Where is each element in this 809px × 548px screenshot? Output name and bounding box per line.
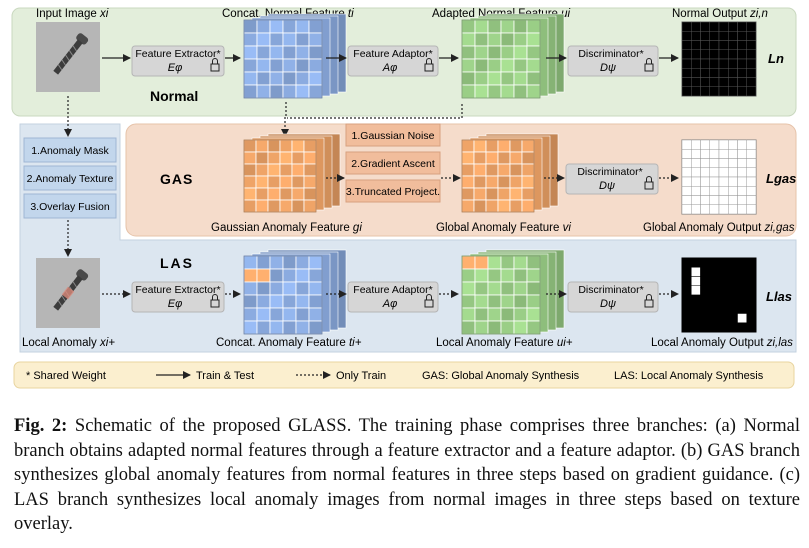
gas-discriminator-box: Discriminator* Dψ (565, 163, 659, 195)
normal-output-label: Normal Output zi,n (672, 8, 768, 20)
legend-train-test: Train & Test (196, 370, 254, 382)
anomaly-texture-step: 2.Anomaly Texture (23, 165, 117, 191)
local-anomaly-image-screw (36, 258, 100, 328)
lock-icon (210, 294, 220, 308)
normal-discriminator-box: Discriminator* Dψ (567, 45, 659, 77)
svg-text:Discriminator*: Discriminator* (577, 166, 642, 178)
normal-feature-adaptor-box: Feature Adaptor* Aφ (347, 45, 439, 77)
input-image-screw (36, 22, 100, 92)
global-anomaly-output-label: Global Anomaly Output zi,gas (643, 222, 795, 234)
concat-anomaly-feature-label: Concat. Anomaly Feature ti+ (216, 337, 362, 349)
adapted-normal-feature-cube (461, 13, 565, 99)
truncated-project-step: 3.Truncated Project. (345, 179, 441, 203)
figure-caption: Fig. 2: Schematic of the proposed GLASS.… (14, 414, 800, 537)
svg-text:3.Overlay Fusion: 3.Overlay Fusion (30, 201, 110, 213)
svg-text:Feature Extractor*: Feature Extractor* (135, 284, 220, 296)
las-feature-extractor-box: Feature Extractor* Eφ (131, 281, 225, 313)
svg-text:Dψ: Dψ (599, 180, 615, 192)
local-anomaly-image-label: Local Anomaly xi+ (22, 337, 115, 349)
las-branch-title: LAS (160, 255, 194, 271)
legend-panel (13, 361, 795, 389)
caption-text: Schematic of the proposed GLASS. The tra… (14, 416, 800, 534)
svg-text:1.Gaussian Noise: 1.Gaussian Noise (352, 130, 435, 142)
lock-icon (644, 294, 654, 308)
svg-text:Feature Adaptor*: Feature Adaptor* (353, 48, 432, 60)
svg-text:Aφ: Aφ (382, 62, 398, 74)
normal-feature-extractor-box: Feature Extractor* Eφ (131, 45, 225, 77)
input-image-label: Input Image xi (36, 8, 109, 20)
legend-las: LAS: Local Anomaly Synthesis (614, 370, 764, 382)
svg-text:Dψ: Dψ (600, 298, 616, 310)
gradient-ascent-step: 2.Gradient Ascent (345, 151, 441, 175)
lock-icon (644, 58, 654, 72)
concat-normal-feature-cube (243, 13, 347, 99)
las-loss-label: Llas (766, 289, 792, 304)
normal-loss-label: Ln (768, 51, 784, 66)
gaussian-anomaly-feature-cube (243, 133, 341, 213)
lock-icon (210, 58, 220, 72)
gas-branch-title: GAS (160, 171, 193, 187)
las-feature-adaptor-box: Feature Adaptor* Aφ (347, 281, 439, 313)
svg-text:Feature Extractor*: Feature Extractor* (135, 48, 220, 60)
lock-icon (644, 176, 654, 190)
local-anomaly-output-label: Local Anomaly Output zi,las (651, 337, 793, 349)
overlay-fusion-step: 3.Overlay Fusion (23, 193, 117, 219)
global-anomaly-feature-label: Global Anomaly Feature vi (436, 222, 571, 234)
gaussian-anomaly-feature-label: Gaussian Anomaly Feature gi (211, 222, 362, 234)
global-anomaly-output-map (681, 139, 757, 215)
svg-text:Eφ: Eφ (168, 298, 183, 310)
svg-text:Feature Adaptor*: Feature Adaptor* (353, 284, 432, 296)
lock-icon (424, 294, 434, 308)
lock-icon (424, 58, 434, 72)
local-anomaly-feature-label: Local Anomaly Feature ui+ (436, 337, 573, 349)
svg-text:Discriminator*: Discriminator* (578, 284, 643, 296)
legend-gas: GAS: Global Anomaly Synthesis (422, 370, 580, 382)
normal-branch-title: Normal (150, 88, 198, 104)
svg-text:Dψ: Dψ (600, 62, 616, 74)
caption-label: Fig. 2: (14, 416, 68, 436)
svg-text:Aφ: Aφ (382, 298, 398, 310)
concat-anomaly-feature-cube (243, 249, 347, 335)
svg-text:Discriminator*: Discriminator* (578, 48, 643, 60)
normal-output-map (681, 21, 757, 97)
legend-only-train: Only Train (336, 370, 386, 382)
gaussian-noise-step: 1.Gaussian Noise (345, 123, 441, 147)
svg-text:2.Anomaly Texture: 2.Anomaly Texture (27, 173, 114, 185)
global-anomaly-feature-cube (461, 133, 559, 213)
anomaly-mask-step: 1.Anomaly Mask (23, 137, 117, 163)
legend-shared-weight: * Shared Weight (26, 370, 106, 382)
local-anomaly-output-map (681, 257, 757, 333)
svg-text:3.Truncated Project.: 3.Truncated Project. (346, 186, 440, 198)
svg-text:Eφ: Eφ (168, 62, 183, 74)
local-anomaly-feature-cube (461, 249, 565, 335)
svg-text:1.Anomaly Mask: 1.Anomaly Mask (31, 145, 109, 157)
gas-loss-label: Lgas (766, 171, 796, 186)
las-discriminator-box: Discriminator* Dψ (567, 281, 659, 313)
svg-text:2.Gradient Ascent: 2.Gradient Ascent (351, 158, 435, 170)
